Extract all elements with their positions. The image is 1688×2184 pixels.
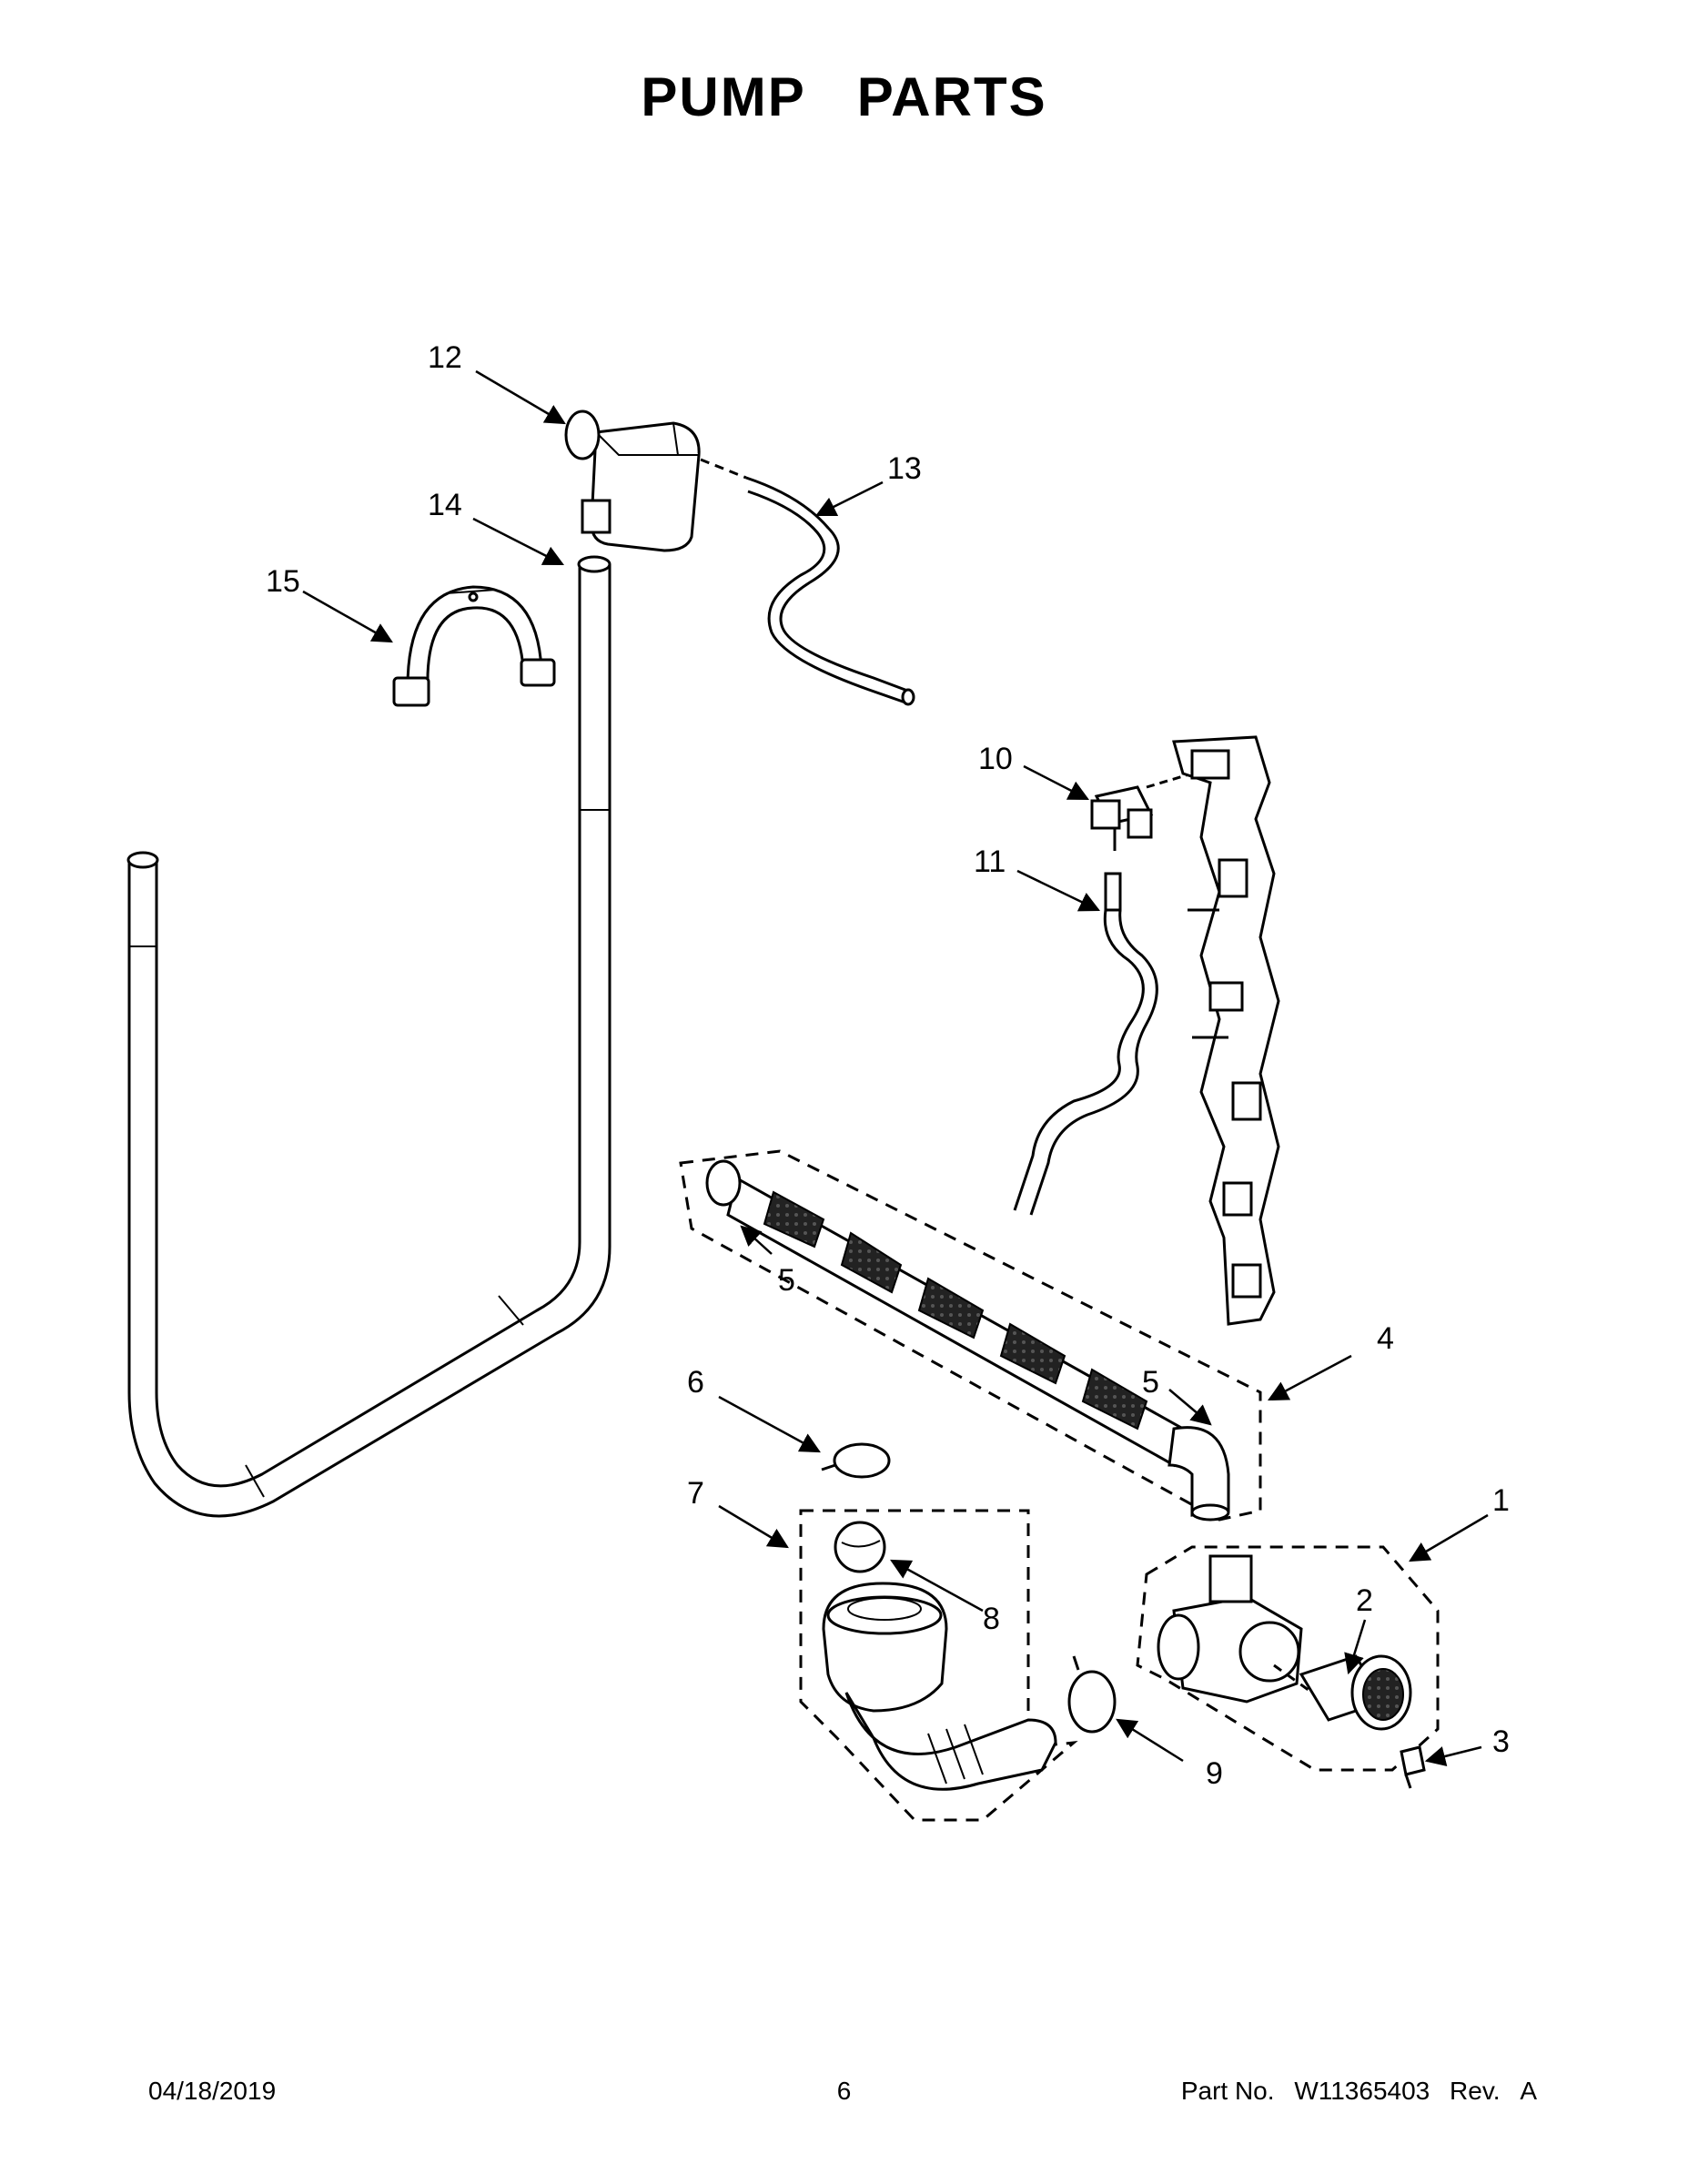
callout-labels: 12 13 14 15 10 11 5 5 4 6 7 8 9 1 2 3: [266, 340, 1510, 1791]
vent-tube-part-13: [745, 476, 915, 706]
callout-2: 2: [1356, 1583, 1373, 1618]
footer-date: 04/18/2019: [148, 2077, 277, 2105]
ball-part-8: [834, 1521, 886, 1573]
footer-part-number: Part No. W11365403 Rev. A: [1181, 2077, 1537, 2106]
callout-leaders: [302, 369, 1489, 1767]
callout-11: 11: [974, 844, 1006, 879]
callout-15: 15: [266, 564, 300, 599]
callout-8: 8: [983, 1602, 1000, 1636]
drain-hose-part-14: [126, 555, 612, 1518]
sump-assembly-part-7: [799, 1509, 1078, 1822]
callout-12: 12: [428, 340, 462, 375]
title-word-2: PARTS: [856, 66, 1047, 127]
callout-13: 13: [887, 451, 922, 486]
rev-value: A: [1520, 2077, 1537, 2105]
callout-4: 4: [1377, 1321, 1394, 1356]
rev-label: Rev.: [1450, 2077, 1501, 2105]
footer-page-number: 6: [836, 2077, 852, 2105]
screw-part-3: [1400, 1745, 1426, 1789]
wire-harness-bracket: [1172, 735, 1280, 1326]
vent-part-12: [564, 410, 747, 552]
hose-assembly-part-4: [679, 1149, 1262, 1522]
part-label: Part No.: [1180, 2077, 1275, 2105]
pressure-sensor-part-10: [1090, 772, 1193, 851]
title-word-1: PUMP: [641, 66, 806, 127]
page-title: PUMP PARTS: [0, 66, 1688, 128]
callout-5b: 5: [1142, 1365, 1159, 1400]
sensor-tube-part-11: [1013, 872, 1158, 1216]
filter-part-2: [1299, 1654, 1412, 1731]
callout-7: 7: [687, 1476, 704, 1511]
callout-1: 1: [1492, 1483, 1510, 1518]
clamp-part-6: [821, 1442, 891, 1479]
clamp-part-9: [1067, 1655, 1117, 1734]
hose-bracket-part-15: [392, 585, 556, 707]
callout-10: 10: [978, 742, 1013, 776]
part-number: W11365403: [1294, 2077, 1430, 2105]
callout-9: 9: [1206, 1756, 1223, 1791]
pump-assembly-part-1: [1136, 1545, 1440, 1772]
callout-3: 3: [1492, 1724, 1510, 1759]
callout-14: 14: [428, 488, 462, 522]
callout-5a: 5: [778, 1263, 795, 1298]
callout-6: 6: [687, 1365, 704, 1400]
